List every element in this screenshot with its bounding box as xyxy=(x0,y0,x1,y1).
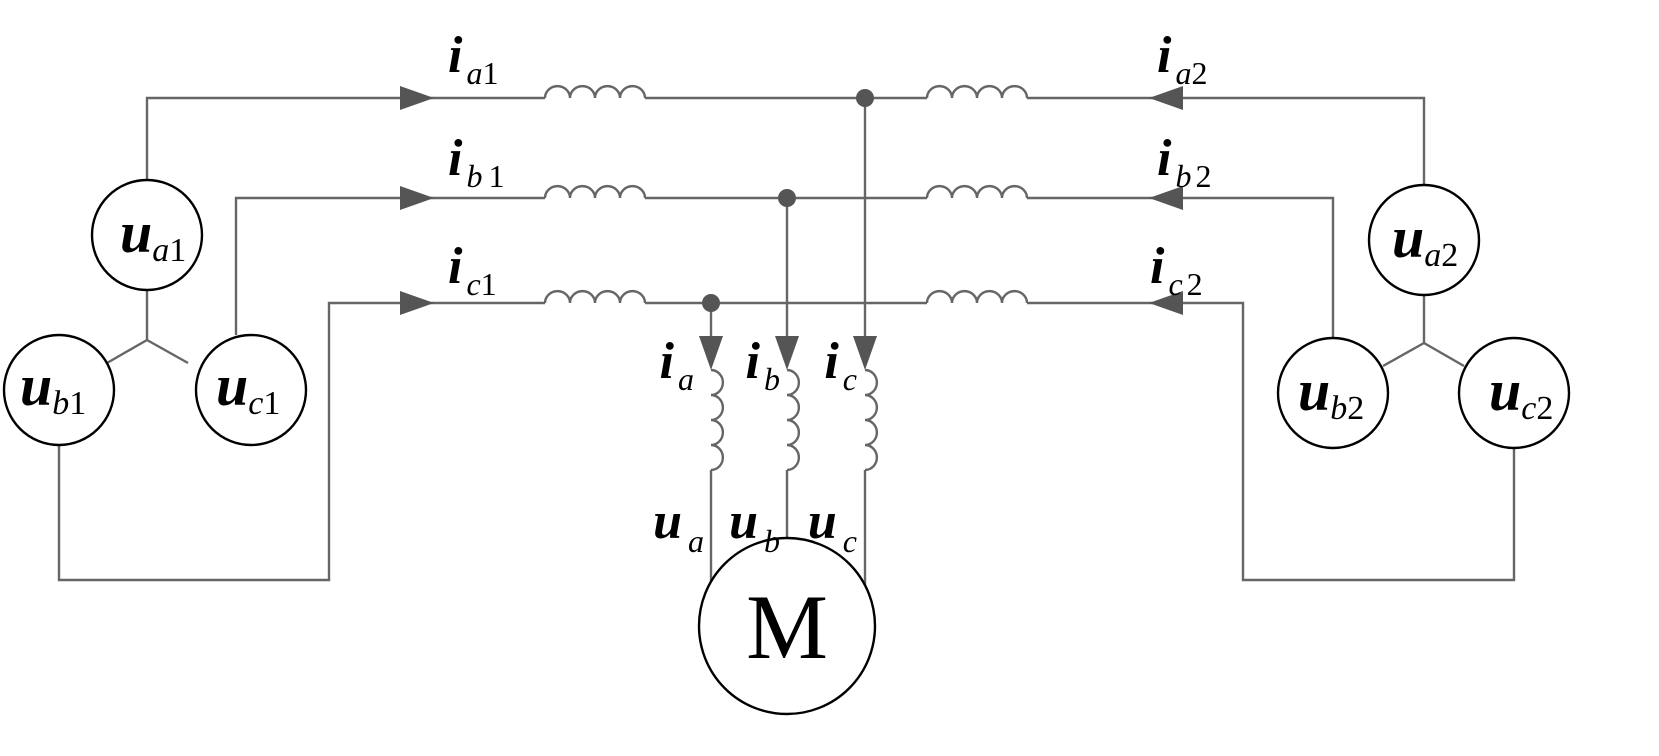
inductor-a1 xyxy=(543,84,647,99)
right-source-wiring xyxy=(1027,96,1516,582)
symbol-main: u xyxy=(20,353,52,418)
source-circle xyxy=(90,178,204,292)
phase-coils xyxy=(710,368,879,472)
source-circle xyxy=(194,333,308,447)
motor: M xyxy=(697,536,877,716)
symbol-sub: b xyxy=(1330,390,1347,427)
symbol-sub: c xyxy=(248,385,263,422)
source-ua2: ua2 xyxy=(1367,183,1481,297)
symbol-num: 1 xyxy=(169,232,186,269)
svg-text:ua1: ua1 xyxy=(120,200,186,269)
symbol-num: 2 xyxy=(1536,390,1553,427)
source-circle xyxy=(1367,183,1481,297)
source-circle xyxy=(1276,336,1390,450)
junction-dot-c xyxy=(702,294,720,312)
wire-uc1-neutral xyxy=(146,338,189,365)
arrow-ia2 xyxy=(1149,86,1183,110)
arrow-ib1 xyxy=(400,186,434,210)
inductor-a2 xyxy=(925,84,1029,99)
source-uc2: uc2 xyxy=(1457,336,1571,450)
symbol-sub: a xyxy=(152,232,169,269)
arrow-ic1 xyxy=(400,291,434,315)
source-circle xyxy=(1457,336,1571,450)
source-ub2: ub2 xyxy=(1276,336,1390,450)
wire-uc2-to-row-c xyxy=(1027,301,1516,582)
svg-text:uc1: uc1 xyxy=(216,353,280,422)
source-ub1: ub1 xyxy=(2,333,116,447)
arrow-ib xyxy=(775,336,799,370)
inductor-b2 xyxy=(925,184,1029,199)
arrow-ia xyxy=(699,336,723,370)
symbol-sub: b xyxy=(52,385,69,422)
source-circle xyxy=(2,333,116,447)
svg-text:ua2: ua2 xyxy=(1392,205,1458,274)
symbol-main: u xyxy=(1298,358,1330,423)
svg-text:ub1: ub1 xyxy=(20,353,86,422)
svg-text:ub2: ub2 xyxy=(1298,358,1364,427)
symbol-sub: a xyxy=(1424,237,1441,274)
symbol-main: u xyxy=(120,200,152,265)
arrow-ic2 xyxy=(1149,291,1183,315)
phase-coil-b xyxy=(786,368,801,472)
motor-label: M xyxy=(746,576,828,678)
source-uc1: uc1 xyxy=(194,333,308,447)
wire-uc2-neutral xyxy=(1423,341,1465,368)
symbol-sub: c xyxy=(1521,390,1536,427)
phase-coil-a xyxy=(710,368,725,472)
current-arrows xyxy=(400,86,1183,370)
inductor-c1 xyxy=(543,289,647,304)
symbol-main: u xyxy=(216,353,248,418)
wire-ub1-neutral xyxy=(106,338,148,365)
symbol-num: 2 xyxy=(1441,237,1458,274)
svg-text:uc2: uc2 xyxy=(1489,358,1553,427)
symbol-main: u xyxy=(1489,358,1521,423)
inductor-b1 xyxy=(543,184,647,199)
arrow-ia1 xyxy=(400,86,434,110)
wire-ua2-to-row-a xyxy=(1027,96,1426,185)
junction-dot-b xyxy=(778,189,796,207)
wire-uc1-to-row-b xyxy=(234,196,545,335)
source-ua1: ua1 xyxy=(90,178,204,292)
line-inductors xyxy=(543,84,1029,304)
wire-ua1-to-row-a xyxy=(145,96,545,180)
junction-dot-a xyxy=(856,89,874,107)
symbol-num: 2 xyxy=(1347,390,1364,427)
wire-ub2-to-row-b xyxy=(1027,196,1335,338)
motor-circle xyxy=(697,536,877,716)
symbol-main: u xyxy=(1392,205,1424,270)
phase-coil-c xyxy=(864,368,879,472)
inductor-c2 xyxy=(925,289,1029,304)
wire-ub1-to-row-c xyxy=(57,301,545,582)
wire-ub2-neutral xyxy=(1382,341,1425,368)
arrow-ic xyxy=(853,336,877,370)
symbol-num: 1 xyxy=(263,385,280,422)
arrow-ib2 xyxy=(1149,186,1183,210)
symbol-num: 1 xyxy=(69,385,86,422)
